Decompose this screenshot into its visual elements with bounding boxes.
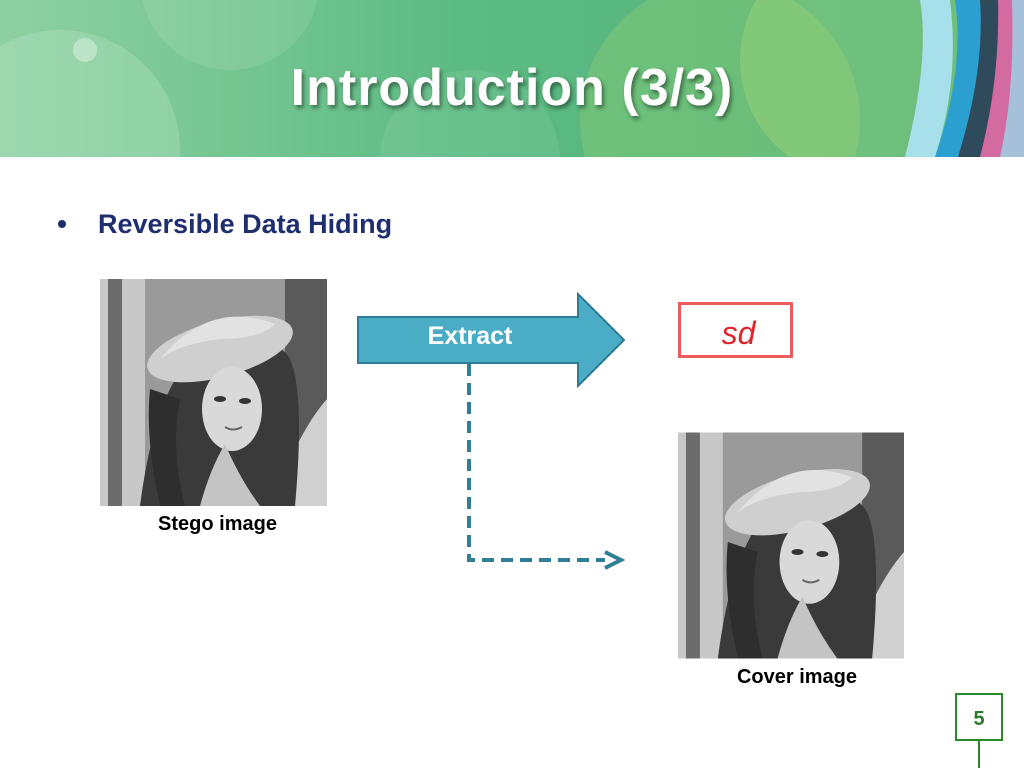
bullet-text: Reversible Data Hiding (98, 208, 393, 239)
secret-data-label: sd (721, 315, 756, 351)
cover-image-caption: Cover image (736, 666, 858, 688)
bullet-item: Reversible Data Hiding (58, 206, 392, 242)
secret-data-box: sd (678, 302, 793, 358)
header-background (0, 0, 1024, 157)
stego-image-caption: Stego image (158, 513, 277, 535)
extract-arrow-shape[interactable] (356, 292, 628, 388)
extract-label: Extract (427, 322, 513, 350)
slide-header-banner (0, 0, 1024, 157)
page-number-box: 5 (955, 693, 1003, 741)
dashed-connector-arrow (467, 364, 626, 570)
page-number-tick (978, 741, 980, 768)
page-number: 5 (973, 708, 985, 730)
bullet-dot-icon (58, 220, 66, 228)
slide-title: Introduction (3/3) (290, 59, 734, 117)
cover-image-photo (678, 432, 904, 659)
stego-image-photo (100, 279, 327, 506)
